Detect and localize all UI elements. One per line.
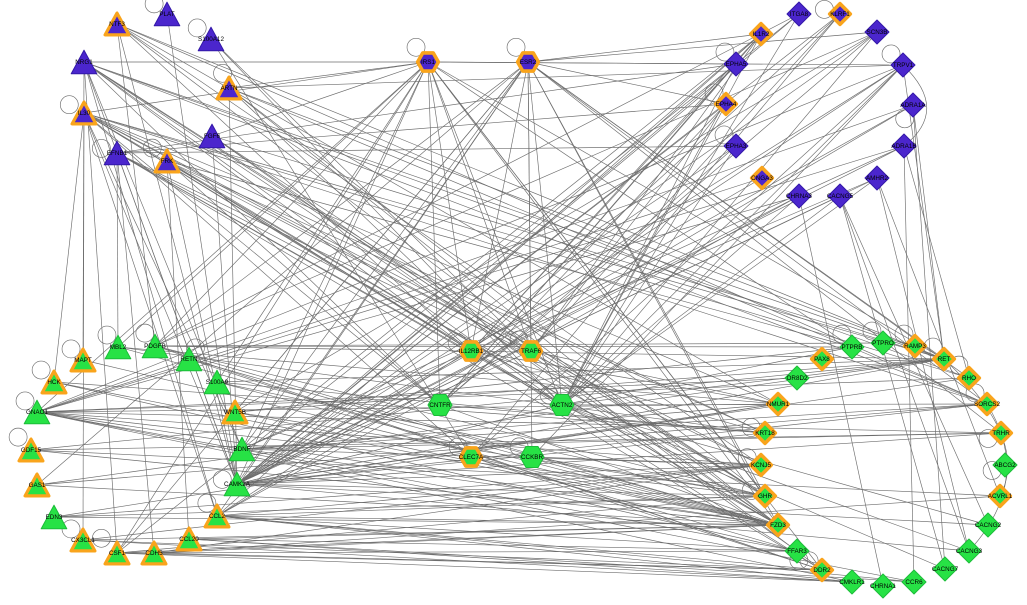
svg-text:ACTN2: ACTN2 (552, 402, 573, 409)
svg-text:IL12RB1: IL12RB1 (459, 348, 484, 355)
svg-text:CACNG2: CACNG2 (975, 522, 1002, 529)
svg-text:ITGA8: ITGA8 (790, 11, 809, 18)
svg-text:RHO: RHO (962, 375, 976, 382)
svg-text:FGF6: FGF6 (204, 133, 221, 140)
svg-text:ARTN: ARTN (220, 85, 237, 92)
svg-text:CACNG7: CACNG7 (932, 566, 959, 573)
svg-text:CCL2: CCL2 (209, 513, 226, 520)
svg-text:CSF1: CSF1 (109, 550, 126, 557)
svg-text:PLAT: PLAT (159, 11, 174, 18)
svg-text:S100A12: S100A12 (198, 36, 224, 43)
svg-text:NRG1: NRG1 (75, 59, 93, 66)
svg-text:FRK: FRK (161, 158, 174, 165)
svg-text:AMHR2: AMHR2 (866, 175, 889, 182)
svg-text:CLEC7A: CLEC7A (459, 454, 484, 461)
svg-text:CNTFR: CNTFR (429, 402, 451, 409)
svg-text:TRPV1: TRPV1 (893, 62, 914, 69)
svg-text:SCN3B: SCN3B (867, 29, 888, 36)
svg-text:CNGA3: CNGA3 (751, 175, 773, 182)
svg-text:MAPT: MAPT (74, 357, 92, 364)
svg-text:CHRNA3: CHRNA3 (786, 193, 812, 200)
svg-text:CX3CL1: CX3CL1 (71, 537, 95, 544)
svg-text:EPHA3: EPHA3 (726, 143, 747, 150)
svg-text:BDNF: BDNF (233, 446, 250, 453)
svg-text:TRHR: TRHR (992, 430, 1010, 437)
svg-text:MBL2: MBL2 (110, 344, 127, 351)
svg-text:RETN: RETN (180, 356, 198, 363)
svg-text:IRS1: IRS1 (421, 59, 435, 66)
svg-text:CHRNA1: CHRNA1 (870, 583, 896, 590)
svg-text:PDGFB: PDGFB (144, 343, 166, 350)
svg-text:PTPRO: PTPRO (872, 340, 894, 347)
svg-text:CACNG5: CACNG5 (827, 193, 854, 200)
svg-text:CCR6: CCR6 (905, 579, 923, 586)
svg-text:ADRA1B: ADRA1B (891, 143, 916, 150)
svg-text:FFAR3: FFAR3 (787, 548, 807, 555)
svg-text:OR8D2: OR8D2 (787, 375, 808, 382)
svg-text:DDR2: DDR2 (813, 567, 831, 574)
svg-text:EDN3: EDN3 (46, 514, 63, 521)
svg-text:KRT18: KRT18 (755, 430, 775, 437)
svg-text:SORCS2: SORCS2 (974, 401, 1000, 408)
svg-text:ABCG2: ABCG2 (994, 462, 1016, 469)
svg-text:PTPRB: PTPRB (842, 344, 863, 351)
svg-text:FZD3: FZD3 (770, 522, 786, 529)
svg-text:GHR: GHR (758, 493, 772, 500)
svg-text:CAMK2A: CAMK2A (224, 481, 251, 488)
svg-text:GDF15: GDF15 (21, 447, 42, 454)
svg-text:IL30: IL30 (78, 110, 91, 117)
svg-text:IL1R2: IL1R2 (753, 31, 770, 38)
svg-text:CACNG3: CACNG3 (956, 548, 983, 555)
svg-text:CCL20: CCL20 (179, 536, 199, 543)
svg-text:RET: RET (938, 356, 951, 363)
svg-text:TRAF6: TRAF6 (521, 348, 541, 355)
svg-text:RAMP3: RAMP3 (904, 343, 926, 350)
svg-text:HCK: HCK (47, 379, 61, 386)
svg-text:PAX8: PAX8 (814, 356, 830, 363)
svg-text:GNAO1: GNAO1 (26, 409, 49, 416)
svg-text:KCNJ5: KCNJ5 (751, 462, 771, 469)
svg-text:GAS1: GAS1 (29, 482, 46, 489)
svg-text:ADRA1A: ADRA1A (900, 102, 926, 109)
svg-text:EPHA4: EPHA4 (716, 101, 737, 108)
svg-text:EFNB1: EFNB1 (107, 150, 128, 157)
svg-text:EPHA5: EPHA5 (726, 61, 747, 68)
svg-text:CDH5: CDH5 (145, 550, 163, 557)
svg-text:S100A9: S100A9 (206, 379, 229, 386)
svg-text:KLRF1: KLRF1 (830, 11, 850, 18)
svg-text:CCKBR: CCKBR (521, 454, 543, 461)
svg-text:WNT5B: WNT5B (224, 409, 246, 416)
svg-text:ESR2: ESR2 (520, 59, 537, 66)
svg-text:CMKLR1: CMKLR1 (839, 579, 865, 586)
svg-text:ACVRL1: ACVRL1 (988, 493, 1013, 500)
svg-text:NTF3: NTF3 (109, 21, 125, 28)
svg-text:NMUR1: NMUR1 (767, 401, 790, 408)
